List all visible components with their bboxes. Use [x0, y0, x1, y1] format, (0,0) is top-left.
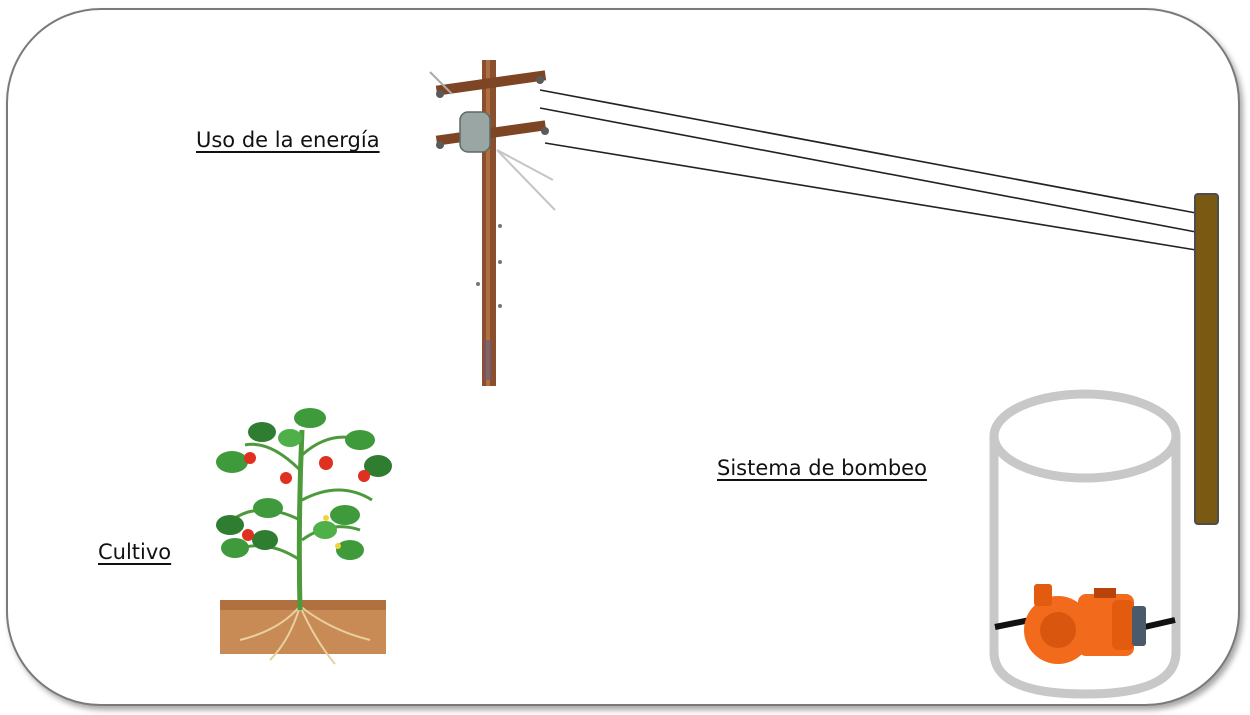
- power-lines: [539, 89, 1197, 251]
- water-pump-icon: [994, 584, 1176, 664]
- well-cylinder-icon: [989, 389, 1181, 699]
- utility-pole-icon: [429, 60, 556, 386]
- pumping-system-label: Sistema de bombeo: [717, 456, 927, 480]
- tomato-plant-icon: [216, 408, 392, 665]
- crop-label: Cultivo: [98, 540, 172, 564]
- energy-use-label: Uso de la energía: [196, 128, 380, 152]
- wooden-post-icon: [1194, 193, 1219, 525]
